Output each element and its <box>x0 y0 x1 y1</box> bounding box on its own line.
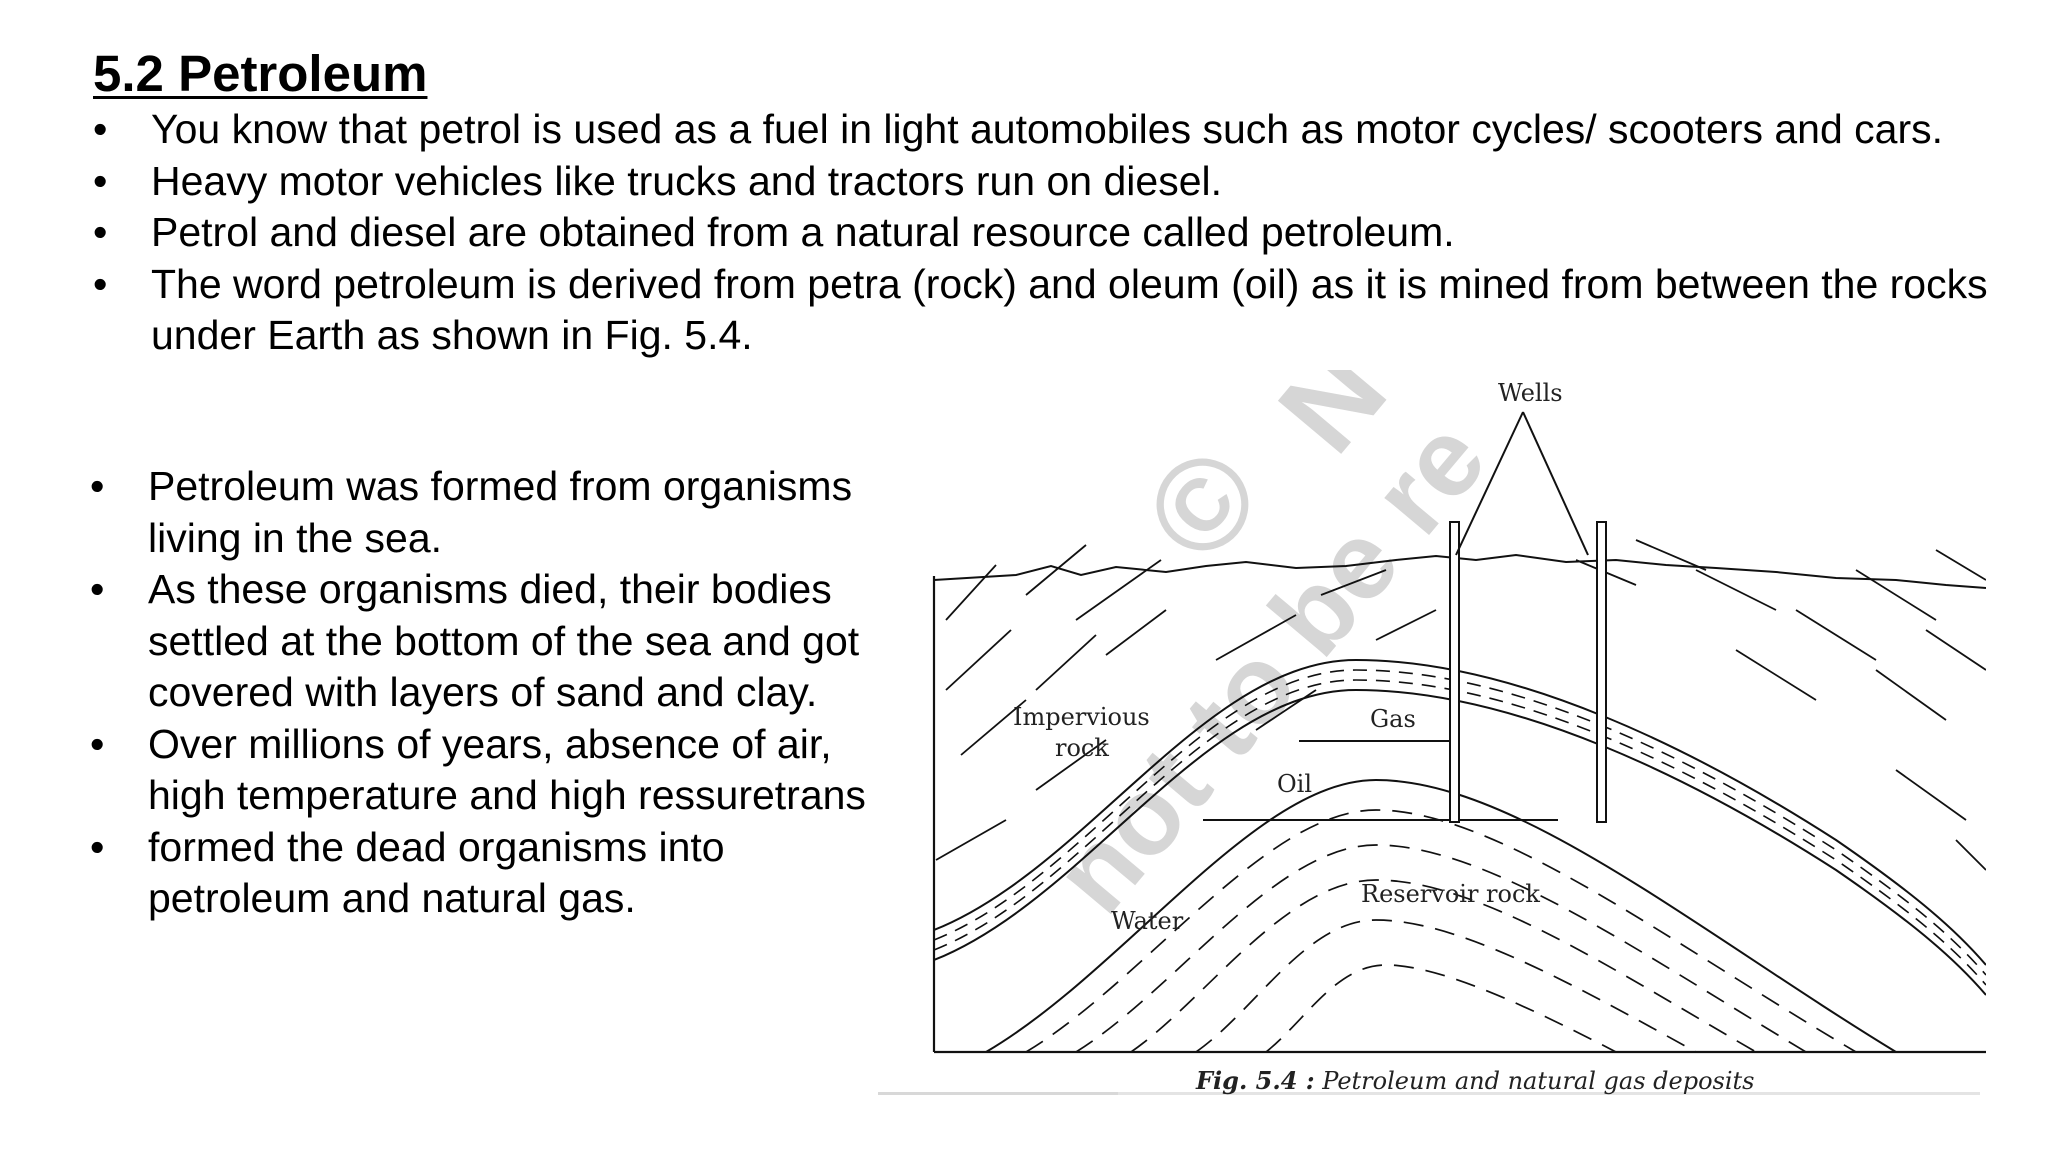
list-item: Petroleum was formed from organisms livi… <box>90 461 908 564</box>
reservoir-rock-boundary <box>985 778 1897 1052</box>
list-item: formed the dead organisms into petroleum… <box>90 822 908 925</box>
label-oil: Oil <box>1277 770 1312 798</box>
diagram-frame <box>932 576 1986 1054</box>
label-impervious-rock: Impervious <box>1013 703 1150 731</box>
list-item: Petrol and diesel are obtained from a na… <box>93 207 2021 259</box>
watermark: © N not to be re <box>1030 370 1509 935</box>
watermark-copyright: © <box>1116 421 1289 588</box>
caption-text: Petroleum and natural gas deposits <box>1322 1067 1755 1095</box>
well-right <box>1596 521 1607 823</box>
list-item: As these organisms died, their bodies se… <box>90 564 908 719</box>
list-item: You know that petrol is used as a fuel i… <box>93 104 2021 156</box>
label-gas: Gas <box>1370 705 1416 733</box>
caption-rule-right <box>1118 1092 1980 1095</box>
wells-derrick <box>1455 411 1589 556</box>
list-item: Heavy motor vehicles like trucks and tra… <box>93 156 2021 208</box>
section-title: 5.2 Petroleum <box>93 45 428 102</box>
intro-bullet-list: You know that petrol is used as a fuel i… <box>93 104 2021 362</box>
impervious-rock-lower-boundary <box>934 688 1986 996</box>
formation-bullet-list: Petroleum was formed from organisms livi… <box>90 461 908 925</box>
caption-rule-left <box>878 1092 1118 1095</box>
list-item: The word petroleum is derived from petra… <box>93 259 2021 362</box>
reservoir-rock-dashes <box>1025 809 1857 1052</box>
label-impervious-rock-2: rock <box>1055 734 1109 762</box>
figure-caption: Fig. 5.4 : Petroleum and natural gas dep… <box>1196 1066 1755 1095</box>
label-reservoir-rock: Reservoir rock <box>1361 880 1540 908</box>
label-water: Water <box>1111 907 1184 935</box>
well-left <box>1449 521 1460 823</box>
list-item: Over millions of years, absence of air, … <box>90 719 908 822</box>
petroleum-deposit-figure: © N not to be re <box>876 370 1986 1095</box>
strata-hatching <box>935 539 1986 871</box>
label-wells: Wells <box>1498 379 1563 407</box>
geology-diagram: © N not to be re <box>932 370 1986 1054</box>
ground-surface <box>934 553 1986 589</box>
caption-number: Fig. 5.4 : <box>1196 1066 1315 1095</box>
impervious-rock-upper-boundary <box>934 658 1986 966</box>
